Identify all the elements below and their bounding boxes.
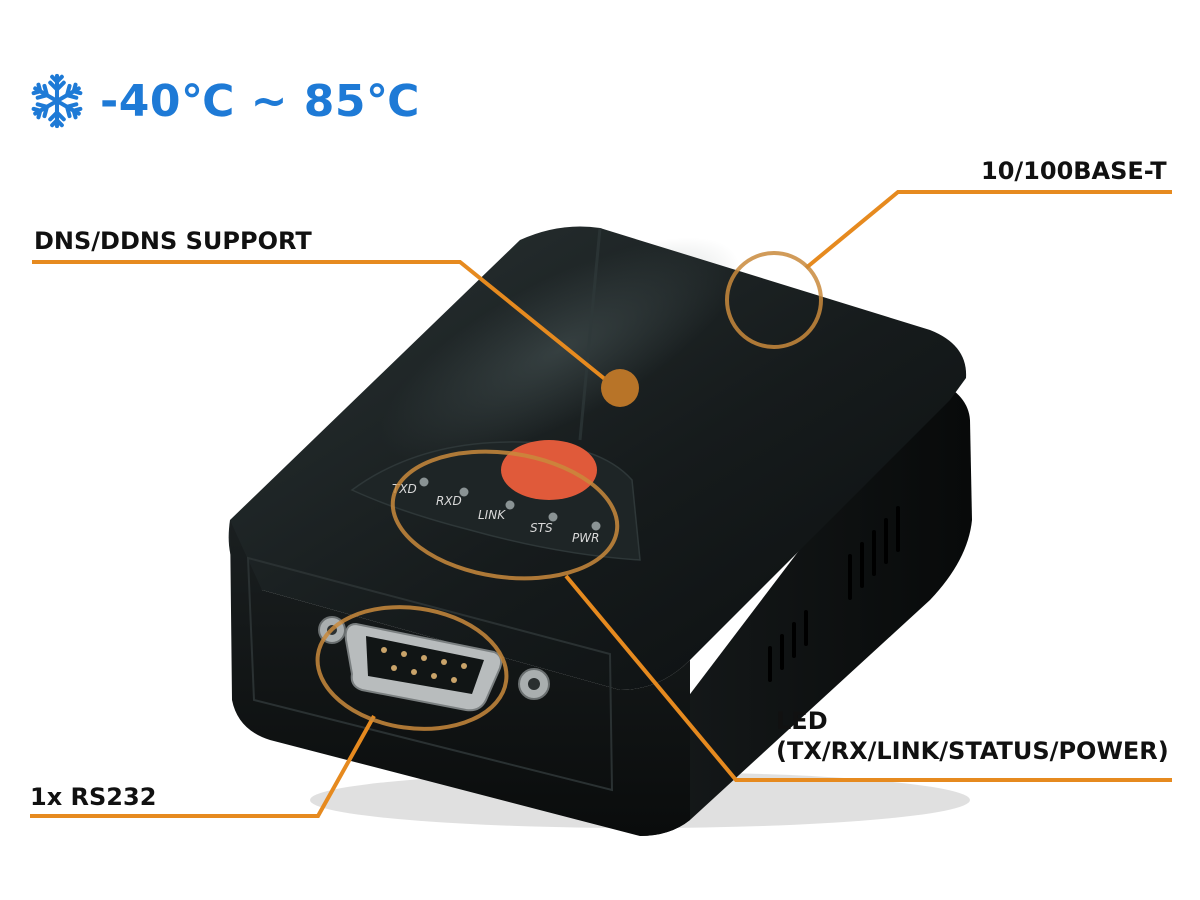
- callout-line-dns: [32, 260, 608, 382]
- led-dot: [505, 500, 515, 510]
- dns-marker: [601, 369, 639, 407]
- rs232-connector: [318, 616, 550, 712]
- temperature-range: -40℃ ~ 85℃: [28, 72, 420, 130]
- led-dot: [459, 487, 469, 497]
- led-label-line1: LED: [776, 707, 828, 735]
- device-top-shine: [380, 237, 740, 463]
- callout-lines: [30, 190, 1172, 818]
- led-highlight-ellipse: [390, 449, 620, 581]
- ethernet-label: 10/100BASE-T: [981, 157, 1167, 185]
- led-dot: [591, 521, 601, 531]
- callout-line-ethernet: [804, 190, 1172, 270]
- device-ridge: [578, 227, 602, 441]
- led-label-line2: (TX/RX/LINK/STATUS/POWER): [776, 737, 1169, 765]
- callout-line-rs232: [30, 715, 376, 818]
- temperature-text: -40℃ ~ 85℃: [100, 75, 420, 127]
- device-right-side: [640, 378, 972, 836]
- led-label-link: LINK: [478, 508, 506, 522]
- callout-line-led: [564, 574, 1172, 782]
- rs232-label: 1x RS232: [30, 783, 157, 811]
- led-label-rxd: RXD: [436, 494, 462, 508]
- led-row: TXD RXD LINK STS PWR: [392, 477, 601, 545]
- ethernet-highlight-circle: [725, 251, 823, 349]
- db9-pins: [381, 647, 467, 683]
- dns-support-label: DNS/DDNS SUPPORT: [34, 227, 312, 255]
- device: TXD RXD LINK STS PWR: [228, 226, 972, 836]
- device-front-bezel: [246, 556, 614, 792]
- led-label-sts: STS: [530, 521, 553, 535]
- vent-slots: [768, 506, 900, 682]
- led-label-pwr: PWR: [572, 531, 599, 545]
- snowflake-icon: [28, 73, 86, 130]
- led-label: LED (TX/RX/LINK/STATUS/POWER): [776, 706, 1169, 766]
- device-logo-badge: [501, 440, 597, 500]
- led-dot: [548, 512, 558, 522]
- led-dot: [419, 477, 429, 487]
- rs232-highlight-ellipse: [315, 605, 509, 731]
